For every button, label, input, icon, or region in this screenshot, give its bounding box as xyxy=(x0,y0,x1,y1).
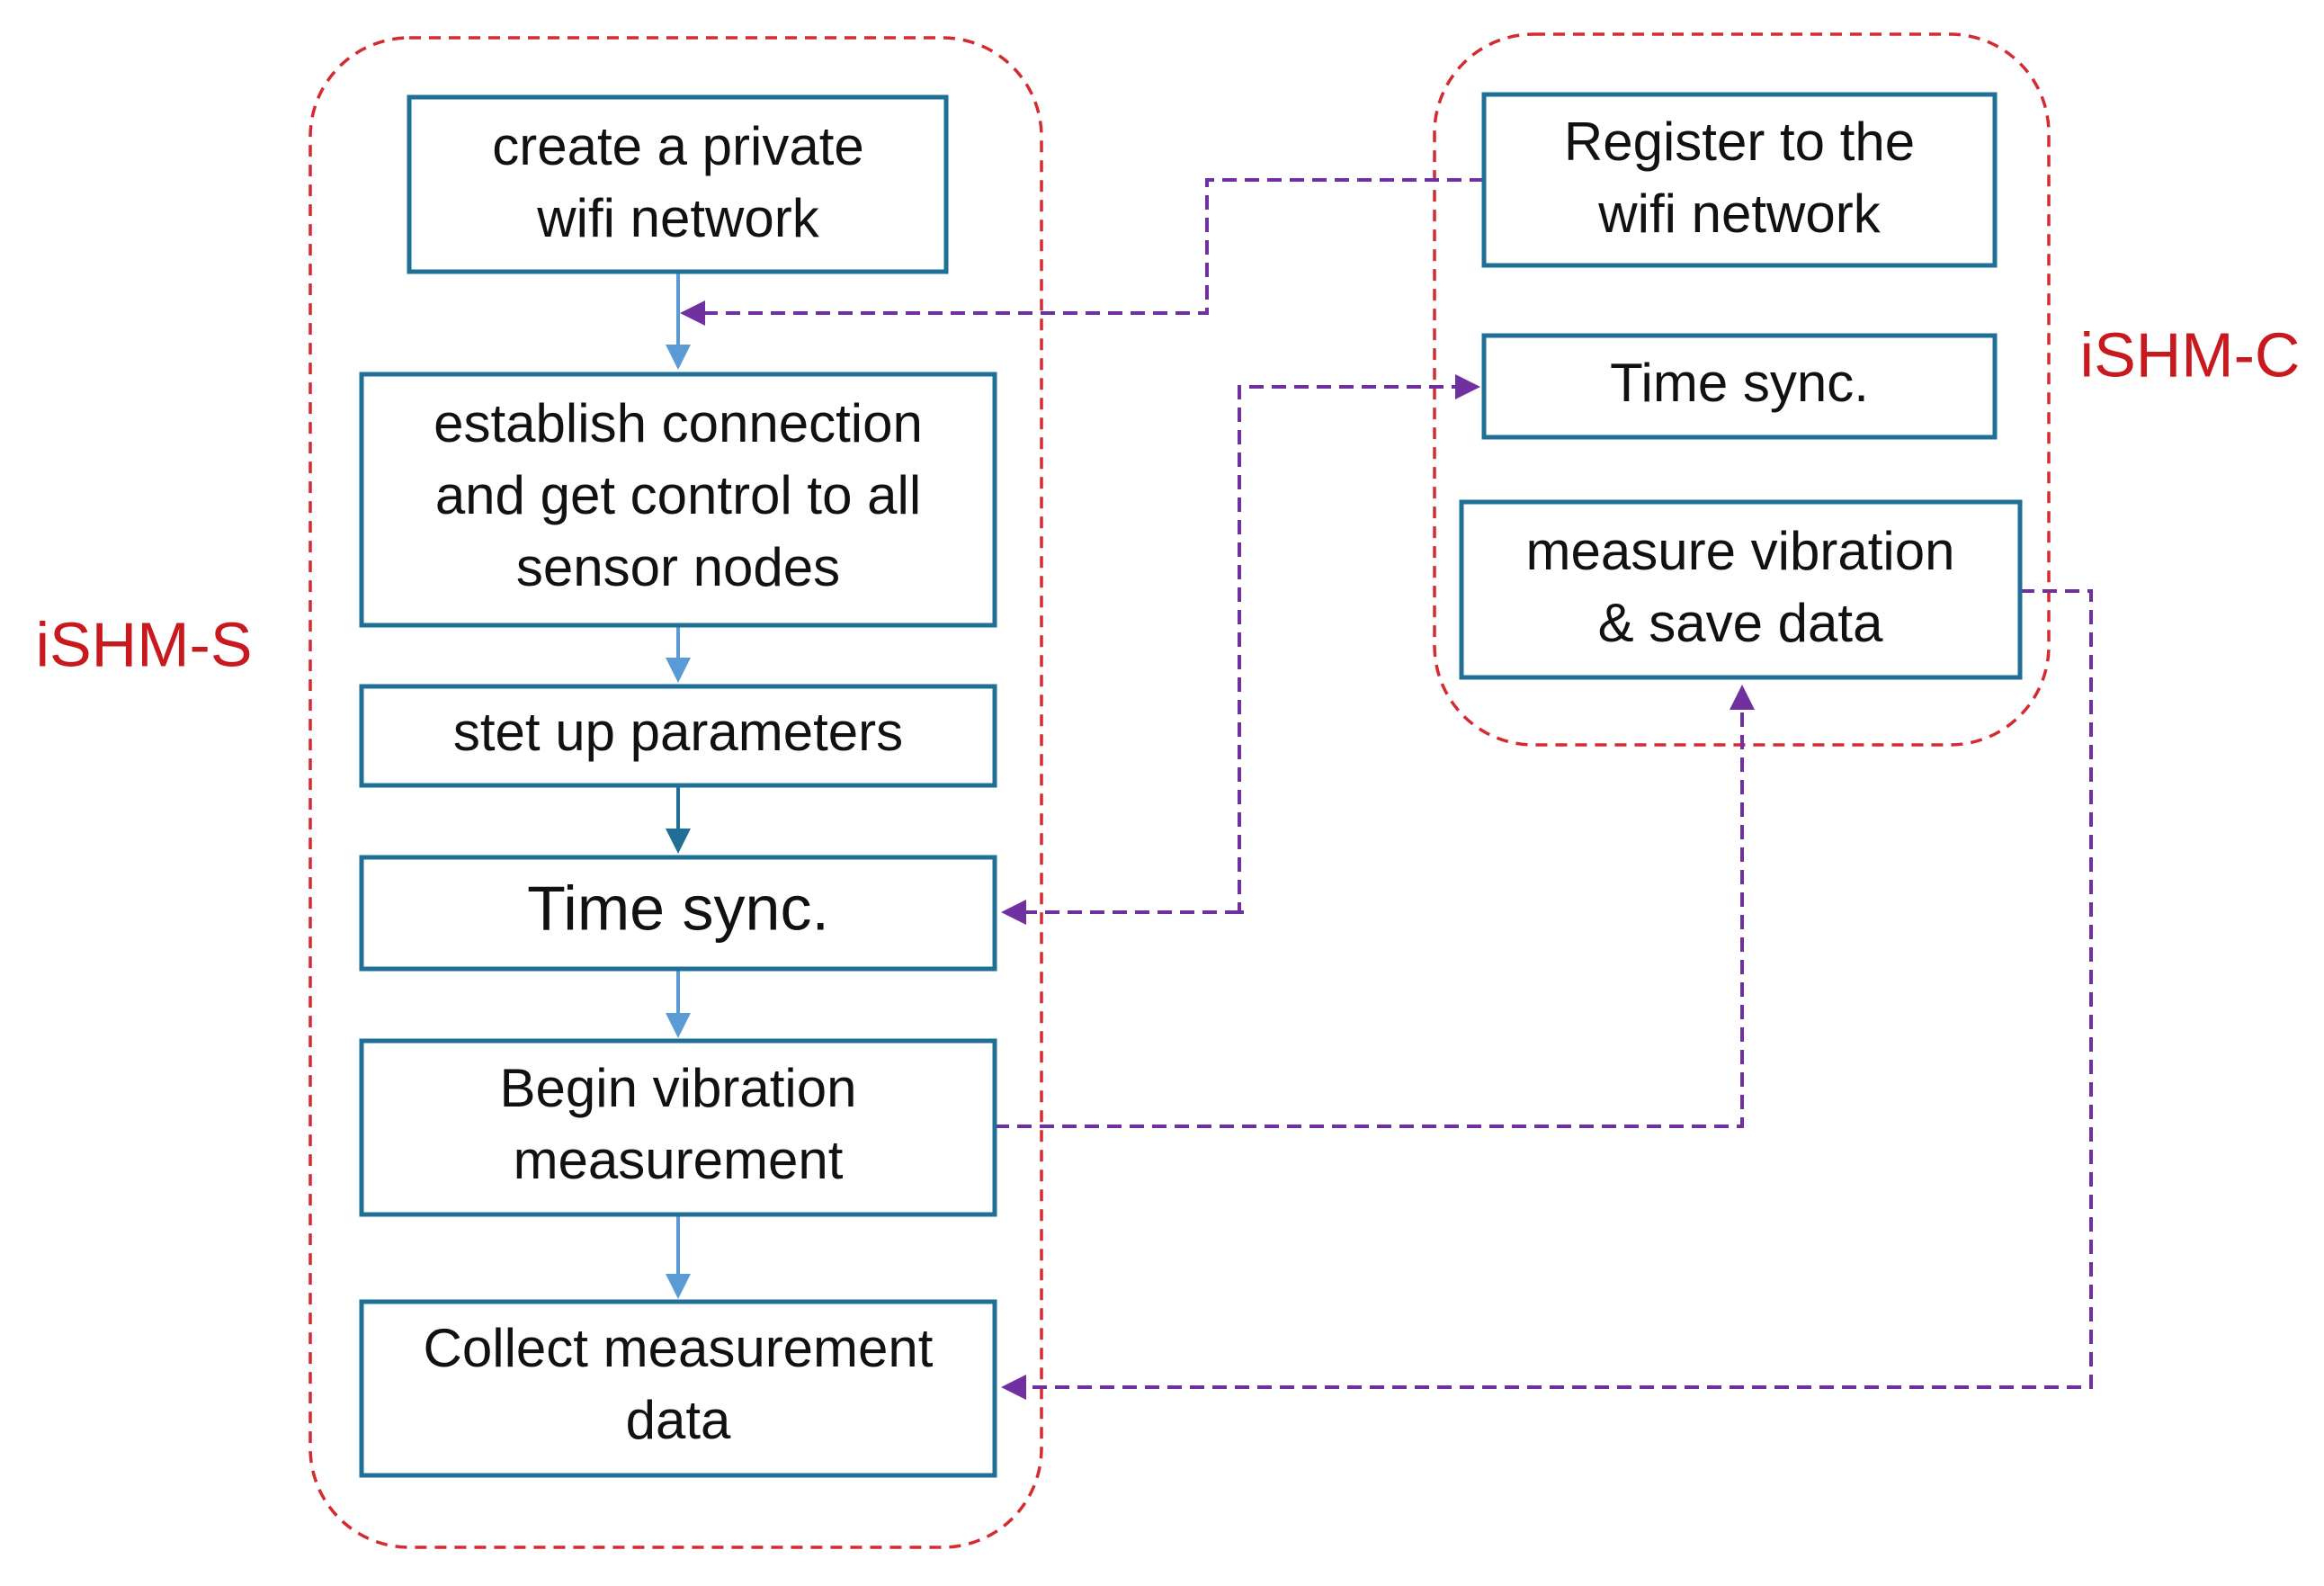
step-begin-measurement-line-1: Begin vibration xyxy=(500,1058,857,1118)
message-arrow-timesync-exchange xyxy=(1238,374,1480,914)
step-collect-data-line-2: data xyxy=(626,1390,731,1450)
server-group-outline xyxy=(308,36,1043,1549)
step-time-sync-server: Time sync. xyxy=(359,855,997,972)
step-setup-parameters-line-1: stet up parameters xyxy=(453,702,903,762)
step-begin-measurement: Begin vibration measurement xyxy=(359,1038,997,1217)
step-collect-data: Collect measurement data xyxy=(359,1299,997,1478)
step-setup-parameters: stet up parameters xyxy=(359,684,997,788)
step-time-sync-server-line-1: Time sync. xyxy=(527,873,829,943)
step-measure-vibration-line-2: & save data xyxy=(1598,593,1884,653)
step-establish-connection-line-3: sensor nodes xyxy=(516,537,840,597)
message-arrow-register-to-network xyxy=(680,178,1484,326)
step-create-network-line-1: create a private xyxy=(492,116,864,176)
client-group-label: iSHM-C xyxy=(2080,319,2301,390)
step-register-wifi-line-2: wifi network xyxy=(1597,184,1881,244)
message-arrow-begin-to-measure xyxy=(995,685,1755,1128)
step-time-sync-client: Time sync. xyxy=(1481,333,1998,440)
step-create-network: create a private wifi network xyxy=(407,94,949,274)
step-register-wifi-line-1: Register to the xyxy=(1564,112,1915,172)
step-begin-measurement-line-2: measurement xyxy=(514,1130,844,1190)
step-measure-vibration-line-1: measure vibration xyxy=(1526,521,1955,581)
step-establish-connection-line-2: and get control to all xyxy=(435,465,921,525)
step-register-wifi: Register to the wifi network xyxy=(1481,92,1998,268)
step-establish-connection-line-1: establish connection xyxy=(434,393,923,453)
step-create-network-line-2: wifi network xyxy=(536,188,819,248)
step-establish-connection: establish connection and get control to … xyxy=(359,372,997,628)
step-time-sync-client-line-1: Time sync. xyxy=(1610,353,1869,413)
message-arrow-data-to-collect xyxy=(1001,589,2093,1400)
step-collect-data-line-1: Collect measurement xyxy=(424,1318,934,1378)
server-group-label: iSHM-S xyxy=(35,609,252,679)
step-measure-vibration: measure vibration & save data xyxy=(1459,499,2023,680)
